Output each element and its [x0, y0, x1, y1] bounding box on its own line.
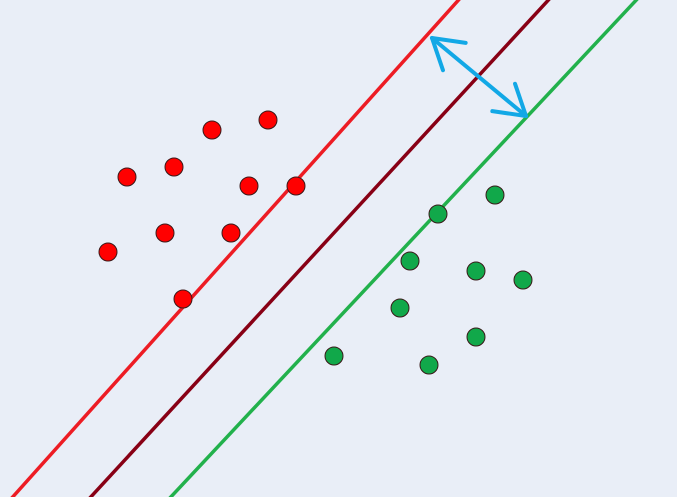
class-a-points: [98, 110, 306, 309]
class-a-point: [98, 242, 118, 262]
arrow-head-start: [430, 36, 468, 45]
class-a-point: [286, 176, 306, 196]
class-a-point: [173, 289, 193, 309]
lower-margin-line: [168, 0, 639, 497]
class-a-point: [155, 223, 175, 243]
class-b-point: [466, 261, 486, 281]
class-a-point: [258, 110, 278, 130]
class-b-points: [324, 185, 533, 375]
class-b-point: [513, 270, 533, 290]
arrow-shaft: [430, 36, 528, 118]
class-a-point: [239, 176, 259, 196]
class-b-point: [466, 327, 486, 347]
class-a-point: [117, 167, 137, 187]
class-b-point: [419, 355, 439, 375]
class-b-point: [428, 204, 448, 224]
class-b-point: [485, 185, 505, 205]
separating-lines: [10, 0, 639, 497]
arrow-head-end: [513, 81, 528, 118]
class-a-point: [221, 223, 241, 243]
double-headed-arrow-icon: [430, 36, 528, 118]
class-a-point: [202, 120, 222, 140]
class-a-point: [164, 157, 184, 177]
arrow-head-end: [490, 109, 528, 118]
arrow-head-start: [430, 36, 445, 73]
class-b-point: [400, 251, 420, 271]
upper-margin-line: [10, 0, 461, 497]
class-b-point: [390, 298, 410, 318]
decision-boundary-line: [88, 0, 551, 497]
class-b-point: [324, 346, 344, 366]
